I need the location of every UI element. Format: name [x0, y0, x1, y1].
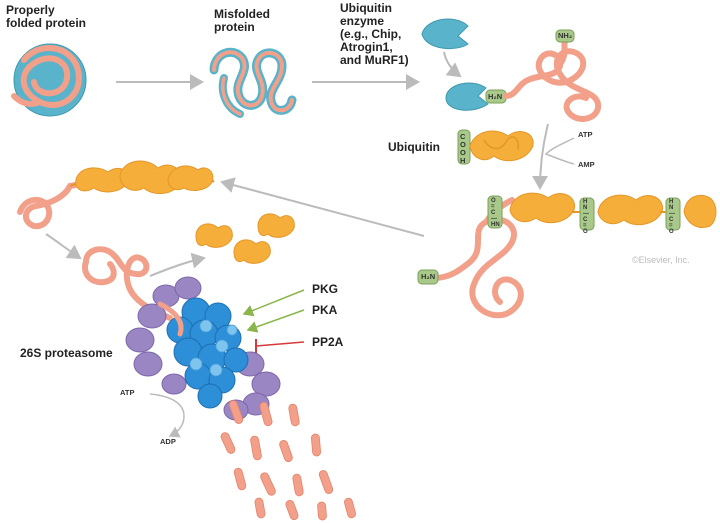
- cooh-label: C O O H: [460, 132, 466, 165]
- substrate-loop: [82, 246, 173, 321]
- label-ubiquitin: Ubiquitin: [388, 140, 440, 154]
- protein-at-proteasome: [17, 160, 215, 230]
- arrow-enzyme-binding: [443, 51, 462, 78]
- atp-amp-curve: [544, 137, 575, 165]
- atp-adp-arrow: [149, 393, 185, 438]
- label-proteasome: 26S proteasome: [20, 346, 113, 360]
- nh2-terminus-enzyme-complex: NH₂: [558, 31, 573, 40]
- arrow-to-proteasome: [220, 177, 425, 237]
- free-ubiquitin: [457, 129, 534, 165]
- pka-activation-arrow: [246, 309, 305, 333]
- released-ubiquitin: [195, 213, 295, 264]
- amp-label: AMP: [578, 160, 595, 169]
- label-pka: PKA: [312, 303, 338, 317]
- label-ubiquitin-enzyme: Ubiquitin enzyme (e.g., Chip, Atrogin1, …: [340, 1, 409, 67]
- misfolded-protein: [209, 47, 297, 118]
- label-properly-folded: Properly folded protein: [6, 3, 86, 30]
- atp-label-bottom: ATP: [120, 388, 135, 397]
- arrow-entering-proteasome: [45, 233, 82, 260]
- copyright-watermark: ©Elsevier, Inc.: [632, 255, 690, 265]
- adp-label: ADP: [160, 437, 176, 446]
- h2n-terminus-chain: H₂N: [421, 272, 436, 281]
- label-misfolded: Misfolded protein: [214, 7, 270, 34]
- pkg-activation-arrow: [242, 289, 305, 317]
- label-pkg: PKG: [312, 282, 339, 296]
- proteasome-26s: [125, 276, 281, 421]
- enzyme-protein-complex: [445, 29, 602, 122]
- peptide-fragments: [220, 400, 356, 521]
- polyubiquitinated-protein: [417, 192, 717, 319]
- label-pp2a: PP2A: [312, 335, 344, 349]
- h2n-terminus-enzyme: H₂N: [488, 92, 503, 101]
- peptide-link-2: H N — C = O: [583, 199, 589, 235]
- peptide-link-1: O = C — HN: [491, 198, 500, 228]
- properly-folded-protein: [11, 43, 87, 117]
- arrow-ubiquitination: [532, 123, 549, 190]
- arrow-ubiquitin-release: [149, 252, 206, 277]
- atp-label-top: ATP: [578, 130, 593, 139]
- peptide-link-3: H N — C = O: [669, 199, 675, 235]
- pp2a-inhibition-line: [255, 341, 305, 347]
- ubiquitin-enzyme-free: [421, 18, 469, 50]
